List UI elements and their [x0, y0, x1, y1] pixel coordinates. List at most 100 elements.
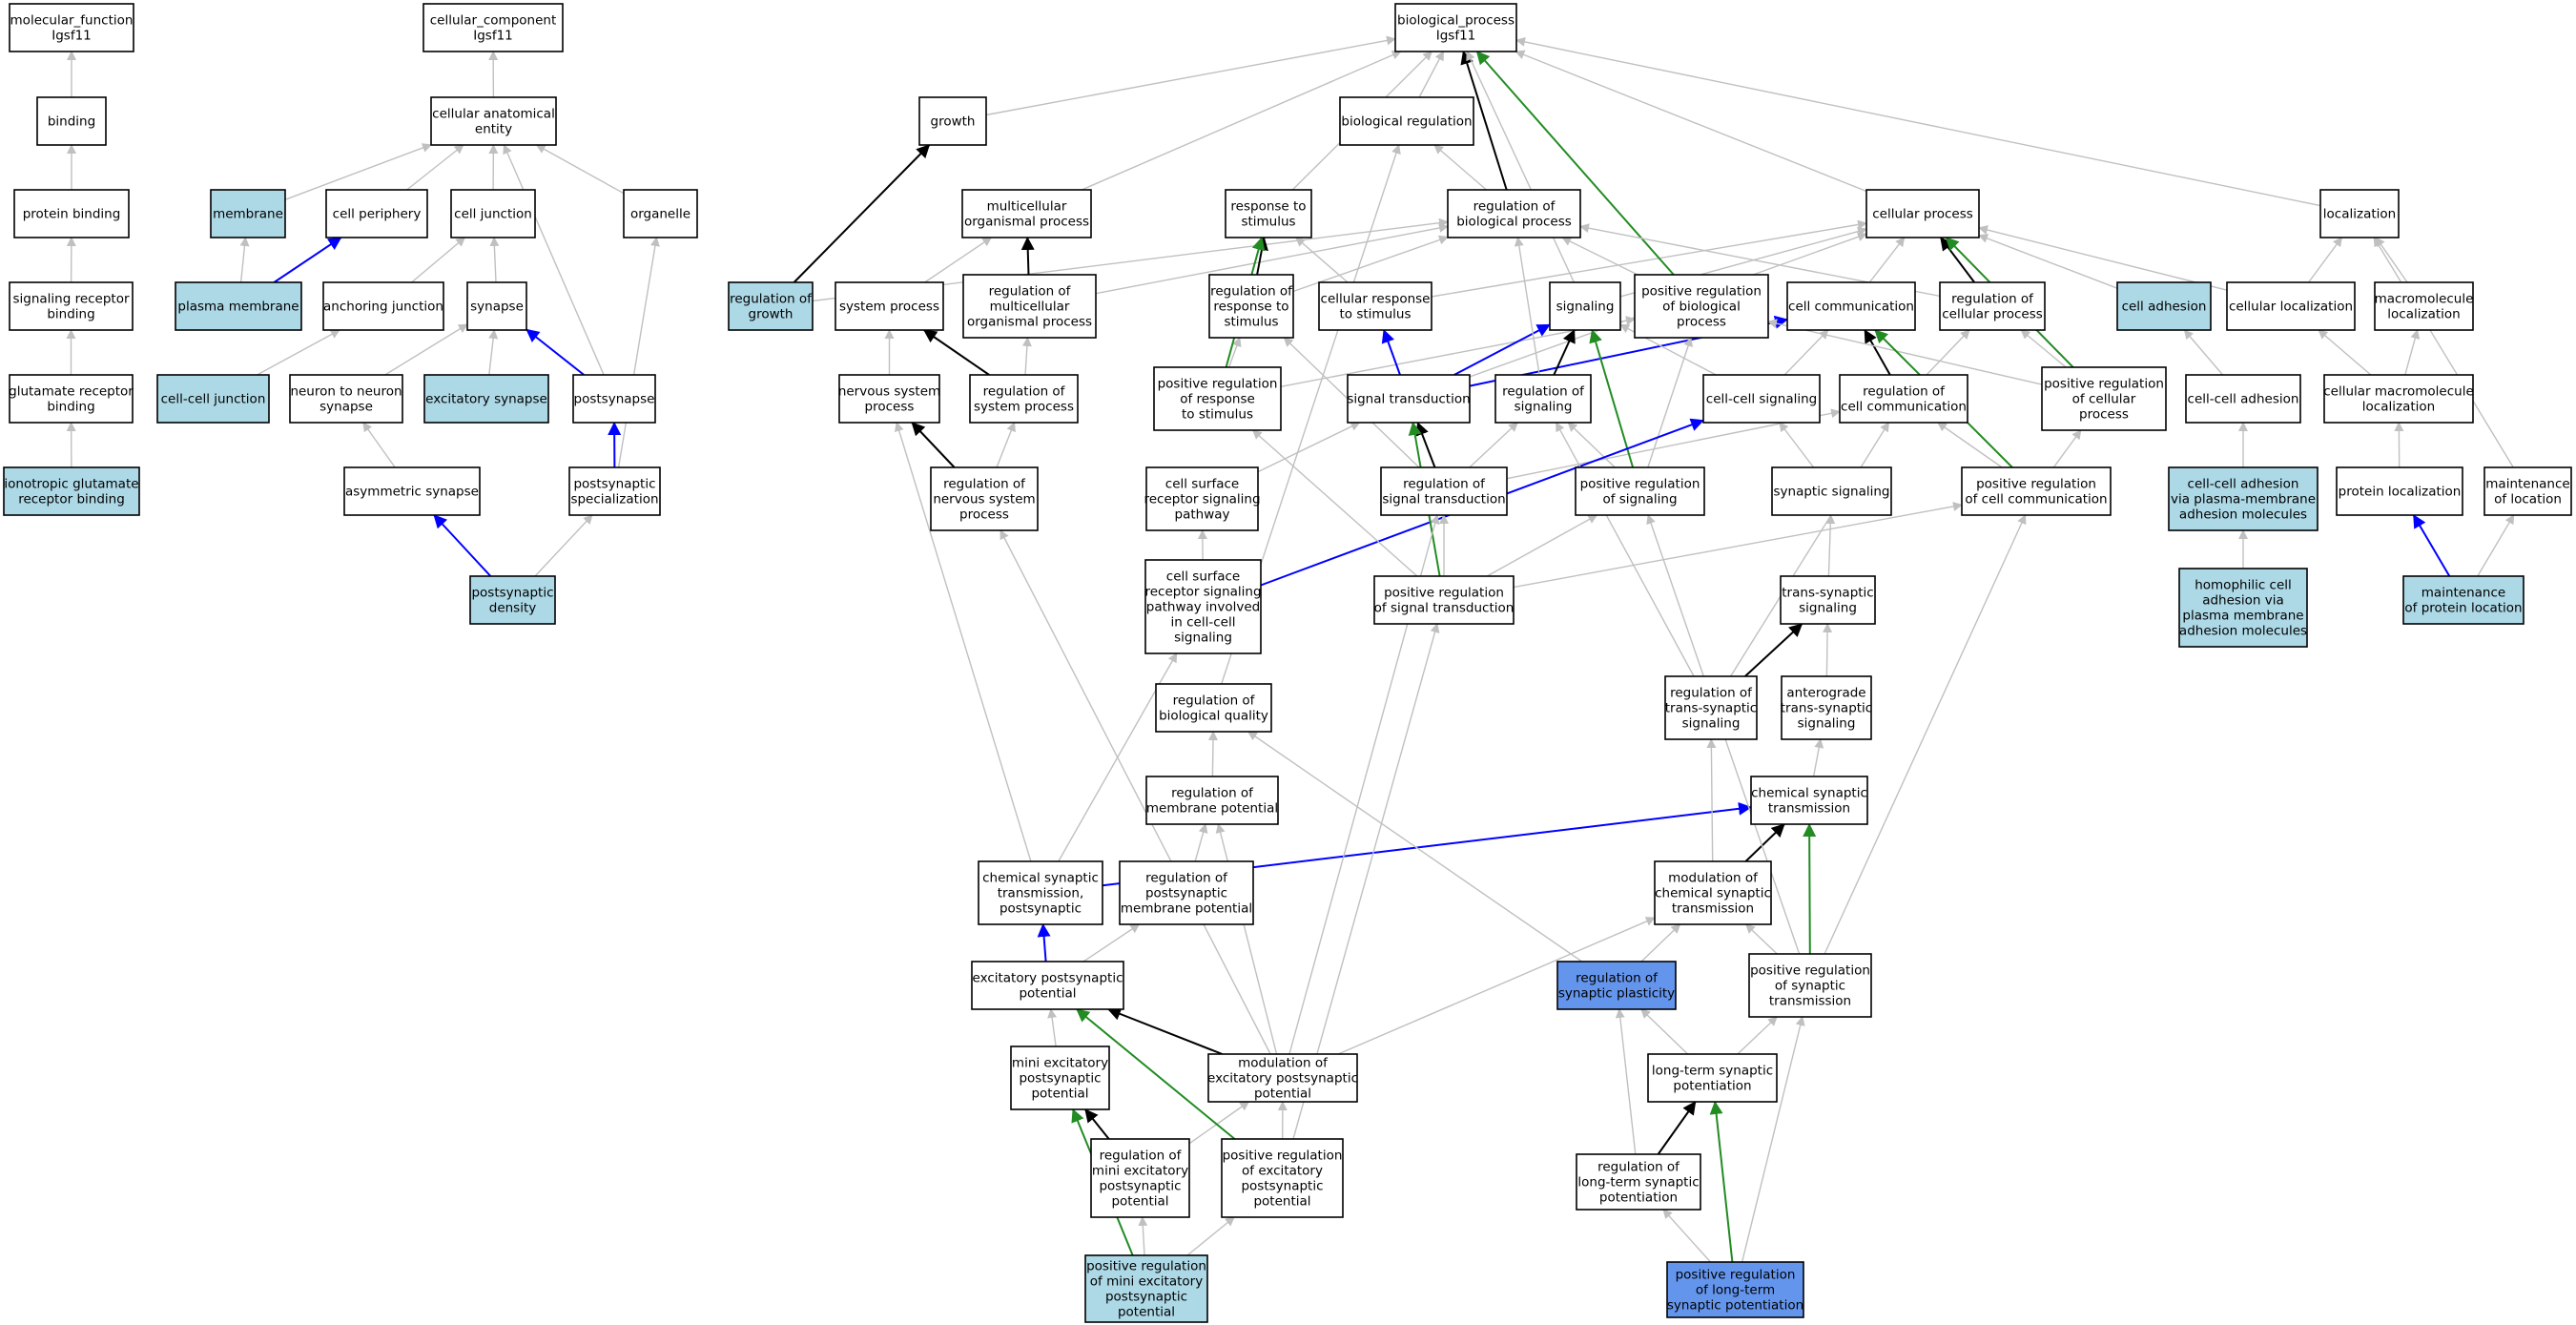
node-localization[interactable]: localization: [2319, 189, 2400, 238]
node-label-line: biological_process: [1397, 13, 1515, 29]
node-cell-junction[interactable]: cell junction: [450, 189, 536, 238]
node-membrane[interactable]: membrane: [210, 189, 286, 238]
node-excitatory-synapse[interactable]: excitatory synapse: [423, 374, 549, 424]
node-label-line: positive regulation: [1223, 1149, 1343, 1164]
edge-modepp-to-rmp: [1215, 823, 1278, 1055]
node-protein-localization[interactable]: protein localization: [2336, 466, 2463, 516]
node-label-line: cellular response: [1321, 292, 1431, 307]
node-cellular-localization[interactable]: cellular localization: [2226, 281, 2356, 331]
node-signaling[interactable]: signaling: [1549, 281, 1621, 331]
node-label-line: signal transduction: [1382, 492, 1505, 507]
node-organelle[interactable]: organelle: [623, 189, 698, 238]
node-system-process[interactable]: system process: [835, 281, 944, 331]
node-cell-cell-signaling[interactable]: cell-cell signaling: [1702, 374, 1821, 424]
node-chemical-synaptic-transmission-postsynaptic[interactable]: chemical synaptictransmission,postsynapt…: [978, 860, 1103, 925]
node-binding[interactable]: binding: [36, 96, 107, 146]
node-biological-regulation[interactable]: biological regulation: [1339, 96, 1474, 146]
node-cell-cell-junction[interactable]: cell-cell junction: [156, 374, 270, 424]
edge-pspec-to-organ: [617, 237, 660, 468]
node-cellular-process[interactable]: cellular process: [1865, 189, 1980, 238]
node-cell-periphery[interactable]: cell periphery: [325, 189, 428, 238]
node-protein-binding[interactable]: protein binding: [13, 189, 130, 238]
node-cell-cell-adhesion[interactable]: cell-cell adhesion: [2185, 374, 2301, 424]
node-asymmetric-synapse[interactable]: asymmetric synapse: [343, 466, 481, 516]
node-signal-transduction[interactable]: signal transduction: [1347, 374, 1471, 424]
node-label-line: cell-cell adhesion: [2188, 477, 2299, 492]
node-cell-communication[interactable]: cell communication: [1786, 281, 1916, 331]
node-box: [450, 189, 536, 238]
node-label-line: postsynaptic: [1145, 886, 1227, 901]
edge-prsig-to-prbp: [1647, 337, 1693, 468]
node-label-line: plasma membrane: [177, 300, 299, 315]
node-box: [1225, 189, 1312, 238]
node-postsynapse[interactable]: postsynapse: [572, 374, 656, 424]
node-synaptic-signaling[interactable]: synaptic signaling: [1771, 466, 1892, 516]
node-label-line: protein localization: [2339, 485, 2462, 500]
node-anchoring-junction[interactable]: anchoring junction: [322, 281, 444, 331]
node-label-line: cellular process: [1872, 207, 1973, 222]
node-plasma-membrane[interactable]: plasma membrane: [175, 281, 302, 331]
node-label-line: biological quality: [1159, 709, 1268, 724]
node-cell-adhesion[interactable]: cell adhesion: [2116, 281, 2212, 331]
node-synapse[interactable]: synapse: [466, 281, 527, 331]
node-growth[interactable]: growth: [918, 96, 987, 146]
